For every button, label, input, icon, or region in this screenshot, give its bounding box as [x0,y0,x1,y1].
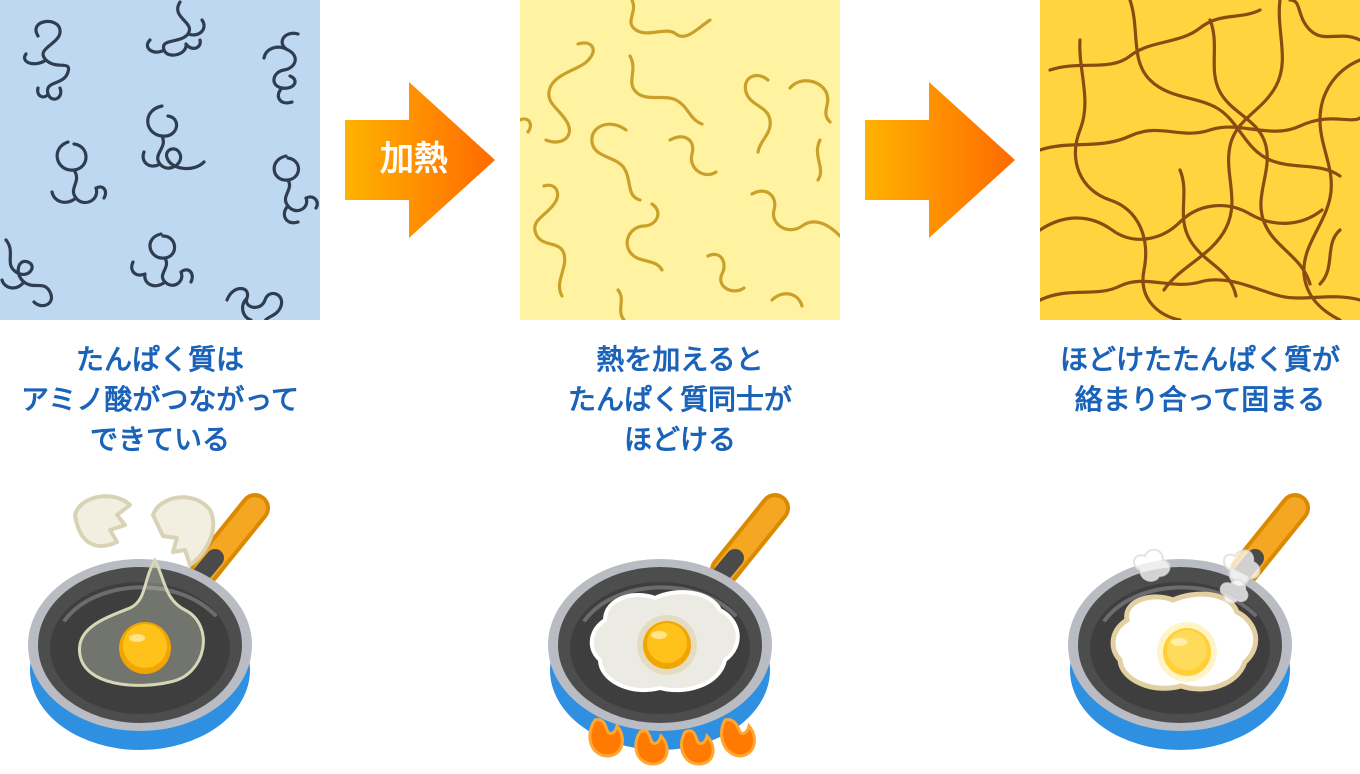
entangled-protein [1048,8,1262,72]
heating-label: 加熱 [380,139,448,179]
caption-after: ほどけたたんぱく質が 絡まり合って固まる [1020,340,1360,420]
unfolded-protein [616,288,626,320]
egg-shell [73,494,216,567]
coiled-protein [141,104,206,171]
unfolded-protein [770,292,804,308]
unfolded-protein [628,54,704,126]
caption-line: 絡まり合って固まる [1074,383,1326,416]
coiled-protein [272,154,319,225]
pan-raw-egg [25,470,295,764]
caption-line: できている [89,423,230,456]
caption-line: ほどけたたんぱく質が [1059,343,1340,376]
entangled-protein [1288,0,1360,42]
coiled-protein [225,286,284,320]
entangled-protein [1318,228,1342,286]
unfolded-protein [815,138,823,182]
entangled-protein [1040,203,1324,241]
entangled-protein [1302,58,1360,320]
unfolded-protein [788,79,832,124]
unfolded-protein [533,183,567,298]
caption-heating: 熱を加えると たんぱく質同士が ほどける [500,340,860,460]
next-arrow [865,82,1015,242]
caption-line: ほどける [623,423,736,456]
caption-before: たんぱく質は アミノ酸がつながって できている [0,340,340,460]
pan-cooking-egg [545,470,815,774]
coiled-protein [50,140,108,204]
coiled-protein [262,31,300,105]
entangled-protein [1162,0,1284,292]
coiled-protein [0,238,53,308]
unfolded-protein [743,74,772,154]
caption-line: 熱を加えると [596,343,764,376]
coiled-protein [23,19,71,101]
unfolded-protein [629,0,712,38]
entangled-protein [1073,38,1182,320]
protein-entangled-panel [1040,0,1360,320]
caption-line: たんぱく質は [75,343,244,376]
entangled-protein [1040,278,1360,302]
unfolded-protein [520,117,533,134]
caption-line: アミノ酸がつながって [20,383,300,416]
unfolded-protein [750,189,840,238]
entangled-protein [1178,168,1238,298]
unfolded-protein [625,202,664,272]
entangled-protein [1208,18,1312,286]
unfolded-protein [706,252,746,293]
steam-icon [1133,548,1261,604]
protein-coiled-panel [0,0,320,320]
entangled-protein [1128,0,1342,178]
coiled-protein [145,0,206,57]
unfolded-protein [590,122,642,202]
flame-icon [588,718,756,766]
protein-unfolded-panel [520,0,840,320]
unfolded-protein [544,41,595,144]
pan-cooked-egg [1065,470,1335,764]
caption-line: たんぱく質同士が [567,383,792,416]
unfolded-protein [668,135,718,177]
heating-arrow [345,82,495,242]
coiled-protein [130,232,194,288]
